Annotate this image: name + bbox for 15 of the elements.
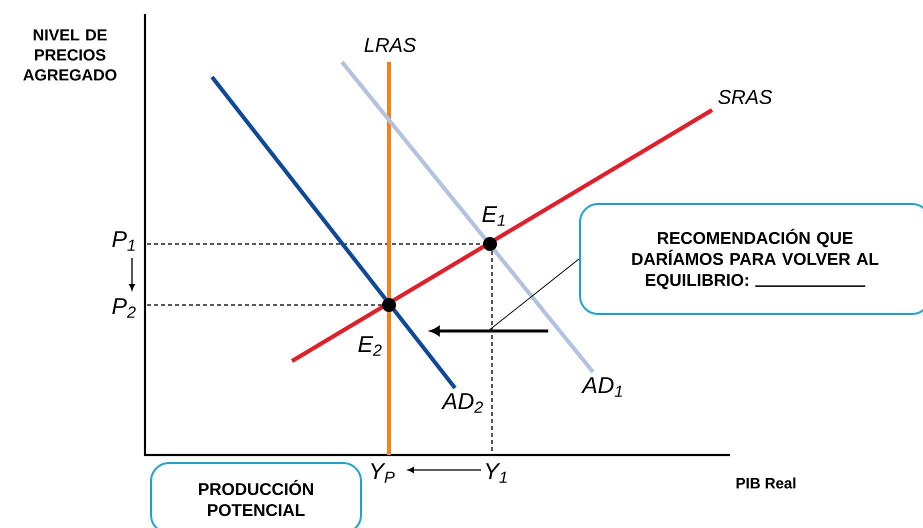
curve-label: AD$_{1}$ [581, 377, 622, 397]
axis-label: P$_{2}$ [112, 298, 136, 318]
axis-title: PIB Real [736, 478, 796, 488]
curve-label: LRAS [364, 38, 416, 52]
leader-line [488, 258, 580, 332]
axis-title: NIVEL DE PRECIOS AGREGADO [23, 29, 116, 81]
shift-arrow [430, 326, 548, 336]
axis-label: P$_{1}$ [112, 231, 135, 251]
point-label: E$_{2}$ [358, 336, 382, 356]
point-label: E$_{1}$ [482, 206, 505, 226]
curve-label: SRAS [718, 90, 772, 104]
callout-box: RECOMENDACIÓN QUE DARÍAMOS PARA VOLVER AL EQUILIBRIO: [579, 203, 923, 315]
axis-label: Y$_{1}$ [486, 463, 507, 483]
callout-box: PRODUCCIÓN POTENCIAL [150, 462, 362, 528]
curve-label: AD$_{2}$ [441, 393, 483, 413]
